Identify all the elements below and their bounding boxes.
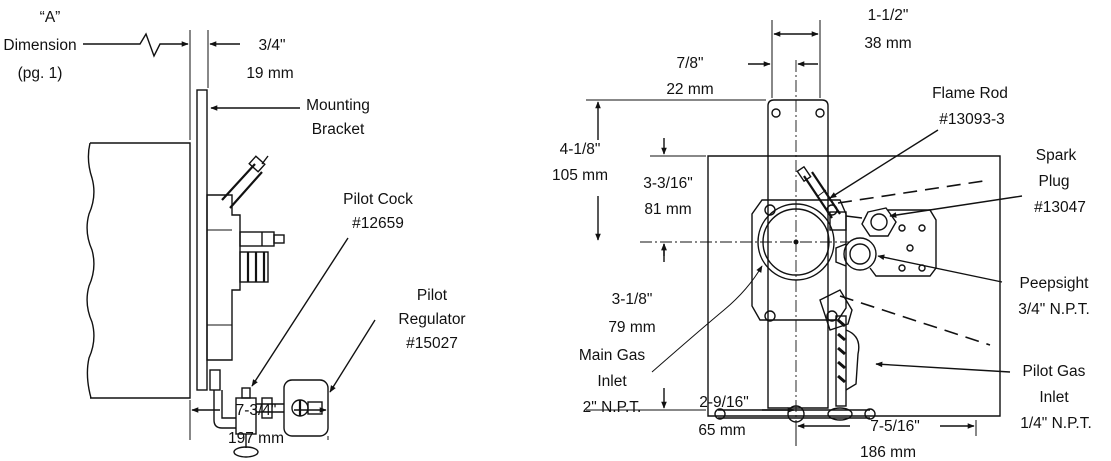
mounting-plate [767, 99, 829, 409]
mounting-bracket-shape [196, 89, 208, 391]
spark-plug-label-2: Plug [1038, 173, 1069, 190]
width-top-metric: 38 mm [864, 35, 911, 52]
spark-plug-label-3: #13047 [1034, 199, 1086, 216]
a-dimension-label-2: Dimension [3, 37, 76, 54]
pilot-regulator-label-1: Pilot [417, 287, 448, 304]
a-dimension-callout: “A” Dimension (pg. 1) [3, 9, 240, 140]
overall-depth-metric: 197 mm [228, 430, 284, 447]
main-gas-inlet-label-2: Inlet [597, 373, 627, 390]
pilot-gas-inlet-label-1: Pilot Gas [1023, 363, 1086, 380]
bottom-offset-imperial: 2-9/16" [699, 394, 748, 411]
pilot-gas-inlet-label-2: Inlet [1039, 389, 1069, 406]
plate-height-metric: 105 mm [552, 167, 608, 184]
width-top-imperial: 1-1/2" [868, 7, 909, 24]
a-dimension-label-1: “A” [40, 9, 61, 26]
flame-rod-label-2: #13093-3 [939, 111, 1005, 128]
burner-body [206, 194, 241, 361]
bracket-offset-metric: 19 mm [246, 65, 293, 82]
bottom-width-metric: 186 mm [860, 444, 916, 461]
main-gas-inlet-opening [757, 203, 835, 281]
side-view: “A” Dimension (pg. 1) 3/4" 19 mm Mountin… [3, 9, 466, 458]
front-view: 1-1/2" 38 mm 7/8" 22 mm 4-1/8" 105 mm 3-… [552, 7, 1092, 461]
spark-plug-side [239, 231, 285, 247]
pilot-gas-inlet-label-3: 1/4" N.P.T. [1020, 415, 1092, 432]
peepsight-label-2: 3/4" N.P.T. [1018, 301, 1090, 318]
bottom-offset-metric: 65 mm [698, 422, 745, 439]
lower-height-metric: 79 mm [608, 319, 655, 336]
peepsight-front [835, 237, 877, 271]
pilot-piping [209, 369, 284, 458]
bracket-offset-imperial: 3/4" [258, 37, 285, 54]
boiler-wall [86, 142, 191, 399]
bottom-width-imperial: 7-5/16" [870, 418, 919, 435]
spark-plug-label-1: Spark [1036, 147, 1077, 164]
mounting-bracket-label-2: Bracket [312, 121, 365, 138]
spark-plug-front [845, 207, 897, 237]
offset-top-metric: 22 mm [666, 81, 713, 98]
main-gas-inlet-label-3: 2" N.P.T. [583, 399, 642, 416]
a-dimension-label-3: (pg. 1) [18, 65, 63, 82]
flame-rod-label-1: Flame Rod [932, 85, 1008, 102]
peepsight-label-1: Peepsight [1020, 275, 1090, 292]
housing-outline [707, 155, 1001, 417]
plate-height-imperial: 4-1/8" [560, 141, 601, 158]
peepsight-side [239, 251, 269, 283]
flame-rod-front [796, 165, 847, 231]
pilot-cock-label-1: Pilot Cock [343, 191, 413, 208]
upper-height-imperial: 3-3/16" [643, 175, 692, 192]
pilot-regulator-shape [283, 379, 329, 437]
overall-depth-imperial: 7-3/4" [236, 402, 277, 419]
upper-height-metric: 81 mm [644, 201, 691, 218]
lower-height-imperial: 3-1/8" [612, 291, 653, 308]
offset-top-imperial: 7/8" [676, 55, 703, 72]
main-gas-inlet-label-1: Main Gas [579, 347, 646, 364]
flame-rod-side [221, 155, 269, 209]
pilot-regulator-label-3: #15027 [406, 335, 458, 352]
pilot-regulator-label-2: Regulator [398, 311, 465, 328]
pilot-cock-label-2: #12659 [352, 215, 404, 232]
mounting-bracket-label-1: Mounting [306, 97, 370, 114]
